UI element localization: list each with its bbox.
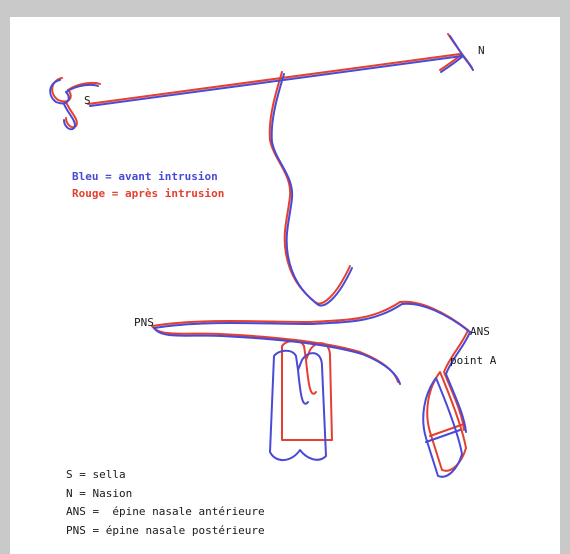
palate-lower-before	[154, 328, 400, 384]
legend-after: Rouge = après intrusion	[72, 187, 224, 200]
facial-profile-after	[270, 72, 350, 304]
key-item-pns: PNS = épine nasale postérieure	[66, 522, 265, 541]
after-tracing	[52, 34, 472, 471]
sn-line-before	[90, 56, 462, 106]
before-tracing	[50, 36, 473, 477]
key-item-sella: S = sella	[66, 466, 265, 485]
legend: Bleu = avant intrusion Rouge = après int…	[72, 170, 224, 200]
label-ans: ANS	[470, 325, 490, 338]
nasion-tail-before	[463, 56, 473, 70]
abbreviation-key: S = sella N = Nasion ANS = épine nasale …	[66, 466, 265, 540]
label-point-a: point A	[450, 354, 496, 367]
legend-before: Bleu = avant intrusion	[72, 170, 224, 183]
label-nasion: N	[478, 44, 485, 57]
sella-curve-after	[52, 78, 100, 101]
key-item-ans: ANS = épine nasale antérieure	[66, 503, 265, 522]
molar-before	[270, 351, 326, 460]
facial-profile-before	[272, 74, 352, 306]
label-sella: S	[84, 94, 91, 107]
palate-upper-before	[154, 304, 470, 332]
key-item-nasion: N = Nasion	[66, 485, 265, 504]
sn-line-after	[88, 54, 460, 104]
label-pns: PNS	[134, 316, 154, 329]
incisor-after	[427, 372, 466, 471]
